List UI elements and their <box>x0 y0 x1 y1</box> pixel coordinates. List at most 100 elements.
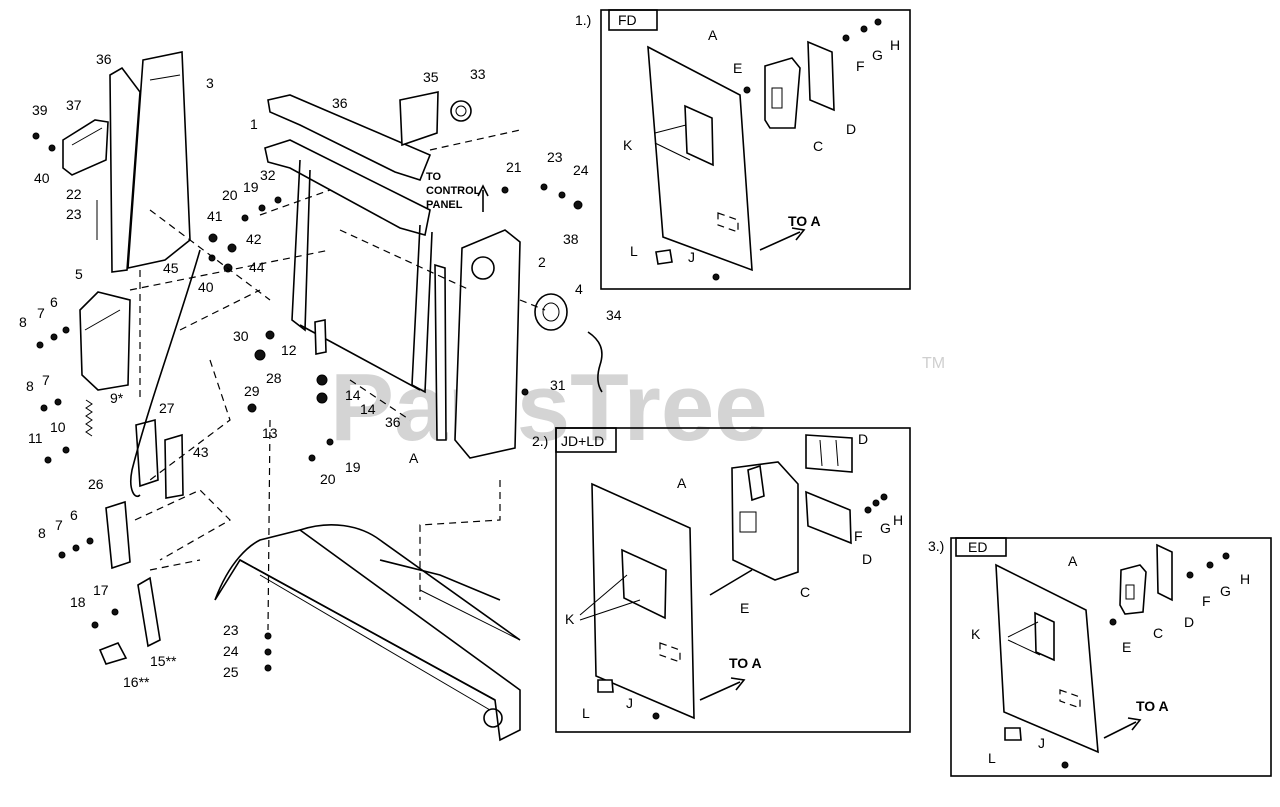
callout-20b: 20 <box>320 471 336 487</box>
callout-11: 11 <box>28 430 43 446</box>
plate-35 <box>399 91 439 147</box>
jdld-label-g: G <box>880 520 891 536</box>
jdld-label-e: E <box>740 600 749 616</box>
jdld-label-c: C <box>800 584 810 600</box>
spring-9 <box>85 399 93 437</box>
bracket-26 <box>105 500 131 570</box>
jdld-to-a: TO A <box>729 655 762 671</box>
callout-3: 3 <box>206 75 214 91</box>
fd-clip-l <box>655 249 673 265</box>
ed-label-e: E <box>1122 639 1131 655</box>
callout-45: 45 <box>163 260 179 276</box>
note-to-control-panel-2: CONTROL <box>426 185 481 197</box>
ed-label-k: K <box>971 626 981 642</box>
callout-44: 44 <box>249 259 265 275</box>
watermark-trademark: TM <box>922 355 945 372</box>
jdld-screw-e <box>709 569 753 596</box>
terminal-block-5 <box>79 291 131 391</box>
panel-jdld-tag: JD+LD <box>561 433 604 449</box>
callout-37: 37 <box>66 97 82 113</box>
callout-36b: 36 <box>332 95 348 111</box>
jdld-plate-d2 <box>805 490 852 545</box>
fd-label-d: D <box>846 121 856 137</box>
callout-41: 41 <box>207 208 223 224</box>
ed-breaker <box>1119 564 1147 615</box>
ed-label-d: D <box>1184 614 1194 630</box>
callout-31: 31 <box>550 377 566 393</box>
callout-23b: 23 <box>547 149 563 165</box>
fd-label-c: C <box>813 138 823 154</box>
callout-36c: 36 <box>385 414 401 430</box>
callout-27: 27 <box>159 400 175 416</box>
fd-label-e: E <box>733 60 742 76</box>
callout-14: 14 <box>360 401 376 417</box>
callout-43: 43 <box>193 444 209 460</box>
jdld-label-d2: D <box>862 551 872 567</box>
callout-6: 6 <box>50 294 58 310</box>
jdld-label-j: J <box>626 695 633 711</box>
panel-jdld-number: 2.) <box>532 433 548 449</box>
callout-13: 13 <box>262 425 278 441</box>
callout-39: 39 <box>32 102 48 118</box>
callout-12: 12 <box>281 342 297 358</box>
callout-22: 22 <box>66 186 82 202</box>
fd-label-k: K <box>623 137 633 153</box>
fd-label-j: J <box>688 249 695 265</box>
callout-16: 16** <box>123 674 150 690</box>
callout-32: 32 <box>260 167 276 183</box>
ed-plate-d <box>1156 543 1173 602</box>
ed-label-h: H <box>1240 571 1250 587</box>
fd-label-l: L <box>630 243 638 259</box>
fd-label-g: G <box>872 47 883 63</box>
fd-plate-d <box>807 40 835 112</box>
callout-34: 34 <box>606 307 622 323</box>
callout-10: 10 <box>50 419 66 435</box>
top-bracket-36 <box>267 94 432 181</box>
panel-ed: 3.) ED A K E C D F G H L J TO A <box>928 537 1272 777</box>
callout-25: 25 <box>223 664 239 680</box>
jdld-breaker <box>731 461 799 581</box>
jdld-label-d: D <box>858 431 868 447</box>
ed-label-l: L <box>988 750 996 766</box>
panel-2 <box>454 229 521 459</box>
note-to-control-panel-1: TO <box>426 171 442 183</box>
callout-40b: 40 <box>198 279 214 295</box>
clamp-16 <box>98 641 128 665</box>
callout-4: 4 <box>575 281 583 297</box>
panel-3 <box>127 51 191 270</box>
callout-14b: 14 <box>345 387 361 403</box>
ed-to-a: TO A <box>1136 698 1169 714</box>
callout-30: 30 <box>233 328 249 344</box>
module-37 <box>62 119 109 176</box>
callout-2: 2 <box>538 254 546 270</box>
callout-35: 35 <box>423 69 439 85</box>
cable-45 <box>130 249 201 497</box>
callout-21: 21 <box>506 159 522 175</box>
grommet-33 <box>450 100 472 122</box>
callout-1: 1 <box>250 116 258 132</box>
fd-to-a: TO A <box>788 213 821 229</box>
callout-29: 29 <box>244 383 260 399</box>
jdld-plate-d <box>805 434 853 473</box>
callout-20: 20 <box>222 187 238 203</box>
callout-a: A <box>409 450 419 466</box>
callout-18: 18 <box>70 594 86 610</box>
callout-6c: 6 <box>70 507 78 523</box>
panel-ed-tag: ED <box>968 539 987 555</box>
callout-40: 40 <box>34 170 50 186</box>
callout-9: 9* <box>110 390 124 406</box>
main-exploded-view: 36 3 37 39 40 22 23 41 4 2 45 44 40 20 1 9… <box>19 51 622 742</box>
ed-label-g: G <box>1220 583 1231 599</box>
callout-17: 17 <box>93 582 109 598</box>
ed-clip-l <box>1004 727 1022 741</box>
callout-7c: 7 <box>55 517 63 533</box>
bracket-15 <box>137 576 161 648</box>
base-skid <box>214 529 521 742</box>
grommet-4 <box>534 293 568 331</box>
plate-43 <box>164 433 184 499</box>
callout-23: 23 <box>66 206 82 222</box>
ed-label-c: C <box>1153 625 1163 641</box>
jdld-label-a: A <box>677 475 687 491</box>
watermark-text: PartsTree <box>330 354 768 461</box>
